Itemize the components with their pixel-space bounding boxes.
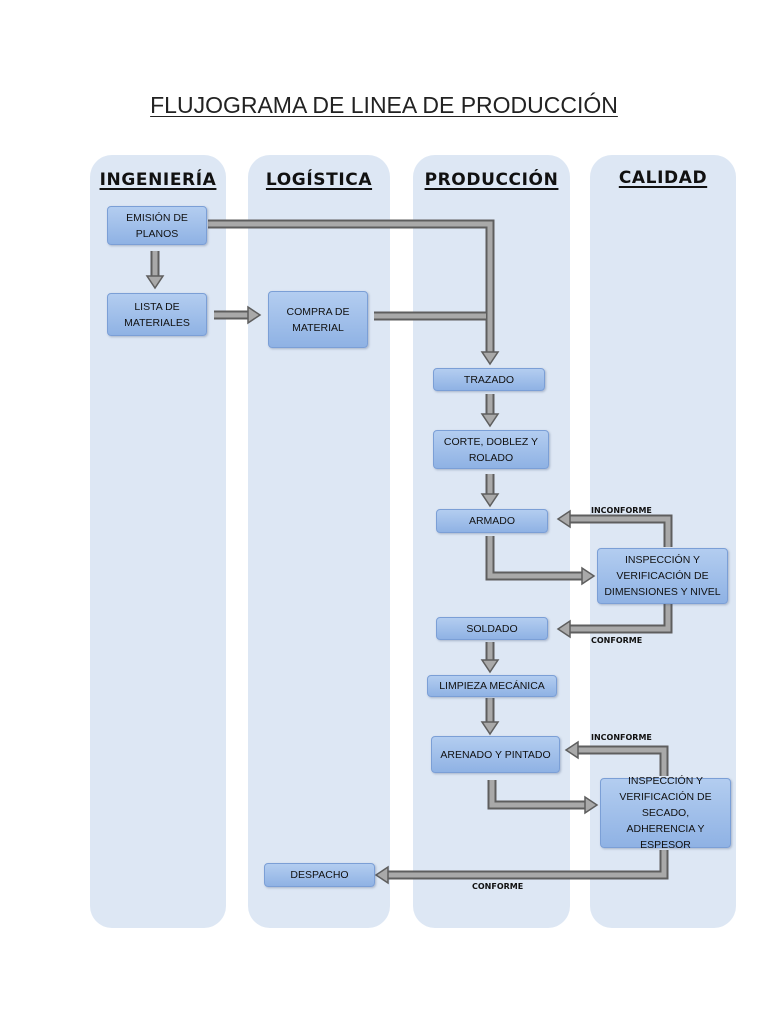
connector-inspeccion2-to-despacho (374, 850, 669, 885)
connector-arenado-to-inspeccion2 (487, 780, 599, 815)
lane-logistica (248, 155, 390, 928)
step-limpieza-mecanica: LIMPIEZA MECÁNICA (427, 675, 557, 697)
step-emision-de-planos: EMISIÓN DE PLANOS (107, 206, 207, 245)
step-armado: ARMADO (436, 509, 548, 533)
connector-inspeccion2-inconforme (564, 740, 669, 776)
connector-trazado-to-corte (480, 394, 500, 428)
connector-planos-to-lista (145, 251, 165, 290)
lane-header-logistica: LOGÍSTICA (265, 170, 373, 190)
connector-soldado-to-limpieza (480, 642, 500, 674)
label-conforme-2: CONFORME (472, 882, 524, 891)
step-inspeccion-secado: INSPECCIÓN Y VERIFICACIÓN DE SECADO, ADH… (600, 775, 731, 851)
step-lista-de-materiales: LISTA DE MATERIALES (107, 293, 207, 336)
step-arenado-y-pintado: ARENADO Y PINTADO (431, 736, 560, 773)
lane-header-produccion: PRODUCCIÓN (424, 170, 559, 190)
connector-inspeccion1-inconforme (556, 509, 673, 547)
lane-header-calidad: CALIDAD (618, 168, 708, 188)
label-conforme-1: CONFORME (591, 636, 643, 645)
step-despacho: DESPACHO (264, 863, 375, 887)
lane-header-ingenieria: INGENIERÍA (99, 170, 217, 190)
step-trazado: TRAZADO (433, 368, 545, 391)
connector-armado-to-inspeccion1 (485, 536, 596, 586)
connector-inspeccion1-conforme (556, 604, 673, 639)
label-inconforme-1: INCONFORME (591, 506, 652, 515)
page-title: FLUJOGRAMA DE LINEA DE PRODUCCIÓN (0, 92, 768, 119)
step-compra-de-material: COMPRA DE MATERIAL (268, 291, 368, 348)
connector-limpieza-to-arenado (480, 698, 500, 736)
connector-lista-to-compra (214, 305, 262, 325)
page-title-text: FLUJOGRAMA DE LINEA DE PRODUCCIÓN (150, 92, 618, 118)
label-inconforme-2: INCONFORME (591, 733, 652, 742)
connector-corte-to-armado (480, 474, 500, 508)
step-inspeccion-dimensiones: INSPECCIÓN Y VERIFICACIÓN DE DIMENSIONES… (597, 548, 728, 604)
step-soldado: SOLDADO (436, 617, 548, 640)
connector-planos-to-trazado (208, 219, 500, 366)
step-corte-doblez-rolado: CORTE, DOBLEZ Y ROLADO (433, 430, 549, 469)
